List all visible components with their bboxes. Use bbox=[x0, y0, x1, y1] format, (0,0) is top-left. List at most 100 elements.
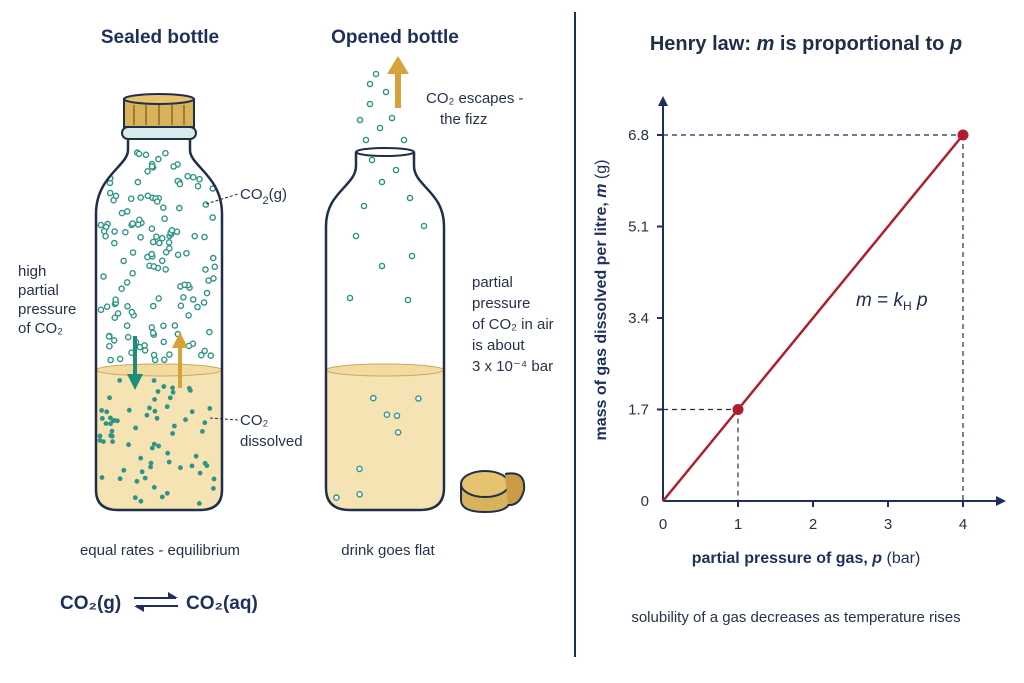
dissolved-bubble bbox=[152, 397, 158, 402]
gas-bubble bbox=[209, 254, 217, 262]
dissolved-bubble bbox=[152, 408, 158, 414]
high-pressure-line-1: high bbox=[18, 263, 46, 280]
x-tick-label: 3 bbox=[884, 516, 892, 533]
gas-bubble bbox=[209, 214, 216, 221]
gas-bubble bbox=[116, 144, 123, 152]
dissolved-bubble bbox=[188, 388, 193, 393]
gas-bubble bbox=[97, 221, 105, 229]
gas-bubble bbox=[159, 204, 167, 211]
dissolved-bubble bbox=[101, 439, 106, 444]
dissolved-bubble bbox=[161, 384, 167, 389]
escaping-bubble bbox=[352, 232, 360, 240]
dissolved-bubble bbox=[121, 467, 127, 473]
remaining-bubble bbox=[356, 490, 363, 498]
dissolved-bubble bbox=[165, 450, 171, 456]
gas-bubble bbox=[116, 152, 124, 160]
dissolved-bubbles bbox=[97, 378, 217, 506]
sealed-bottle bbox=[94, 93, 224, 512]
gas-bubble bbox=[100, 227, 108, 235]
dissolved-bubble bbox=[117, 378, 123, 383]
gas-bubble bbox=[165, 239, 173, 246]
dissolved-bubble bbox=[167, 395, 173, 401]
co2-dissolved-label: CO₂ dissolved bbox=[240, 412, 303, 450]
gas-bubble bbox=[149, 302, 157, 310]
gas-bubble bbox=[155, 295, 162, 302]
dissolved-bubble bbox=[115, 418, 120, 424]
dissolved-bubble bbox=[154, 415, 160, 421]
gas-bubble bbox=[114, 310, 122, 317]
gas-bubble bbox=[201, 233, 208, 241]
remaining-bubble bbox=[369, 394, 377, 402]
dissolved-bubble bbox=[110, 439, 115, 444]
co2-gas-label-sub: 2 bbox=[263, 195, 269, 207]
dissolved-bubble bbox=[138, 498, 144, 504]
gas-bubble bbox=[110, 337, 118, 344]
dissolved-bubble bbox=[99, 416, 105, 421]
gas-bubble bbox=[161, 215, 168, 222]
dissolved-bubble bbox=[183, 417, 188, 423]
dissolved-bubble bbox=[211, 486, 216, 491]
gas-bubble bbox=[148, 250, 155, 258]
gas-bubble bbox=[112, 296, 119, 304]
high-pressure-label: high partial pressure of CO₂ bbox=[18, 263, 81, 337]
escaping-bubble bbox=[400, 136, 408, 144]
gas-bubble bbox=[100, 273, 107, 280]
sealed-bottle-outline bbox=[94, 140, 224, 512]
gas-bubble bbox=[111, 314, 119, 322]
gas-bubble bbox=[202, 201, 210, 208]
opened-liquid-surface bbox=[325, 363, 445, 377]
dissolved-bubble bbox=[110, 418, 116, 424]
opened-bottle bbox=[324, 56, 526, 514]
gas-bubble bbox=[127, 195, 135, 202]
dissolved-bubble bbox=[107, 395, 112, 401]
gas-bubble bbox=[181, 281, 188, 289]
gas-bubble bbox=[160, 338, 167, 346]
gas-bubble bbox=[123, 208, 131, 215]
escaping-bubble bbox=[406, 194, 414, 202]
gas-bubble bbox=[154, 155, 162, 163]
air-pressure-line-2: pressure bbox=[472, 295, 530, 312]
opened-liquid bbox=[326, 370, 444, 510]
gas-bubble bbox=[128, 308, 136, 316]
escaping-bubble bbox=[372, 70, 380, 78]
gas-bubble bbox=[194, 303, 201, 311]
gas-bubble bbox=[134, 178, 142, 186]
y-tick-label: 5.1 bbox=[628, 219, 649, 236]
dissolved-bubble bbox=[138, 455, 144, 461]
gas-bubble bbox=[153, 233, 160, 240]
gas-bubble bbox=[141, 342, 148, 349]
y-tick-label: 1.7 bbox=[628, 402, 649, 419]
dissolved-bubble bbox=[108, 421, 113, 427]
high-pressure-line-2: partial bbox=[18, 282, 59, 299]
escaping-bubble bbox=[368, 156, 376, 164]
dissolved-bubble bbox=[117, 476, 123, 482]
dissolved-bubble bbox=[200, 429, 205, 434]
dissolved-bubble bbox=[139, 469, 145, 475]
dissolved-bubble bbox=[151, 484, 157, 490]
gas-bubble bbox=[111, 228, 118, 235]
gas-bubble bbox=[168, 226, 176, 234]
x-tick-label: 0 bbox=[659, 516, 667, 533]
x-axis-title: partial pressure of gas, p (bar) bbox=[692, 550, 921, 567]
dissolved-bubble bbox=[189, 409, 195, 415]
dissolved-bubble bbox=[211, 476, 217, 482]
dissolved-bubble bbox=[133, 425, 139, 431]
gas-bubble bbox=[106, 159, 114, 166]
escaping-bubble bbox=[366, 80, 374, 88]
dissolved-bubble bbox=[172, 423, 177, 429]
gas-bubble bbox=[162, 149, 169, 157]
gas-bubble bbox=[120, 257, 127, 265]
air-pressure-line-3: of CO₂ in air bbox=[472, 316, 554, 333]
y-tick-label: 3.4 bbox=[628, 310, 649, 327]
dissolved-bubble bbox=[164, 404, 170, 410]
gas-bubble bbox=[106, 342, 113, 350]
y-axis-title: mass of gas dissolved per litre, m (g) bbox=[593, 159, 610, 440]
gas-bubble bbox=[129, 220, 136, 227]
gas-bubble bbox=[197, 351, 205, 359]
series-lines bbox=[662, 134, 964, 502]
gas-bubble bbox=[200, 299, 208, 306]
opened-bottle-mouth bbox=[355, 147, 415, 157]
gas-bubble bbox=[97, 306, 105, 314]
gas-bubble bbox=[203, 289, 211, 297]
